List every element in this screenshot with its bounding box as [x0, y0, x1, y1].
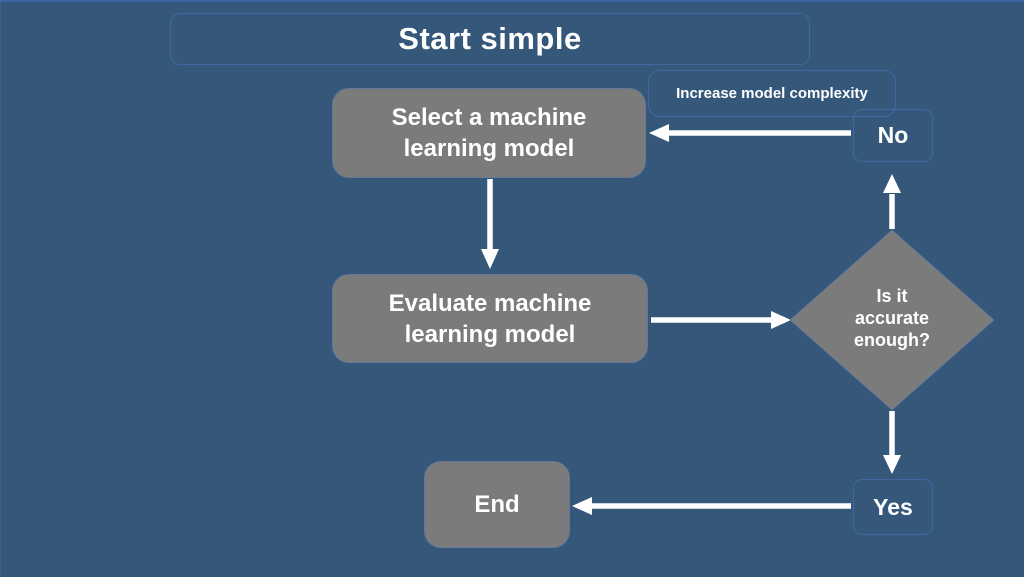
- node-select-model-line2: learning model: [403, 135, 575, 162]
- decision-label-line2: accurate: [854, 308, 930, 328]
- arrow-decision-to-no: [883, 174, 901, 229]
- slide-title: Start simple: [398, 21, 582, 56]
- slide-left-edge: [0, 0, 1, 577]
- arrow-yes-to-end: [572, 497, 851, 515]
- node-select-model-line1: Select a machine: [391, 104, 587, 131]
- title-placeholder: Start simple: [170, 13, 810, 65]
- node-end: End: [424, 461, 570, 548]
- node-end-label: End: [474, 491, 520, 518]
- yes-label-box: Yes: [853, 479, 933, 535]
- arrow-select-to-evaluate: [481, 179, 499, 269]
- increase-complexity-label: Increase model complexity: [676, 85, 868, 102]
- node-select-model: Select a machine learning model: [332, 88, 646, 178]
- node-evaluate-model-line2: learning model: [404, 320, 576, 348]
- no-label: No: [877, 122, 909, 148]
- arrow-no-to-select: [649, 124, 851, 142]
- decision-label-line3: enough?: [854, 330, 930, 350]
- node-evaluate-model-line1: Evaluate machine: [388, 289, 592, 317]
- decision-label: Is it accurate enough?: [792, 285, 992, 351]
- arrow-evaluate-to-decision: [651, 311, 791, 329]
- yes-label: Yes: [873, 493, 913, 520]
- node-evaluate-model: Evaluate machine learning model: [332, 274, 648, 363]
- arrow-decision-to-yes: [883, 411, 901, 474]
- no-label-box: No: [853, 109, 933, 162]
- slide-top-edge: [0, 0, 1024, 2]
- decision-label-line1: Is it: [876, 286, 908, 306]
- annotation-placeholder: Increase model complexity: [648, 70, 896, 117]
